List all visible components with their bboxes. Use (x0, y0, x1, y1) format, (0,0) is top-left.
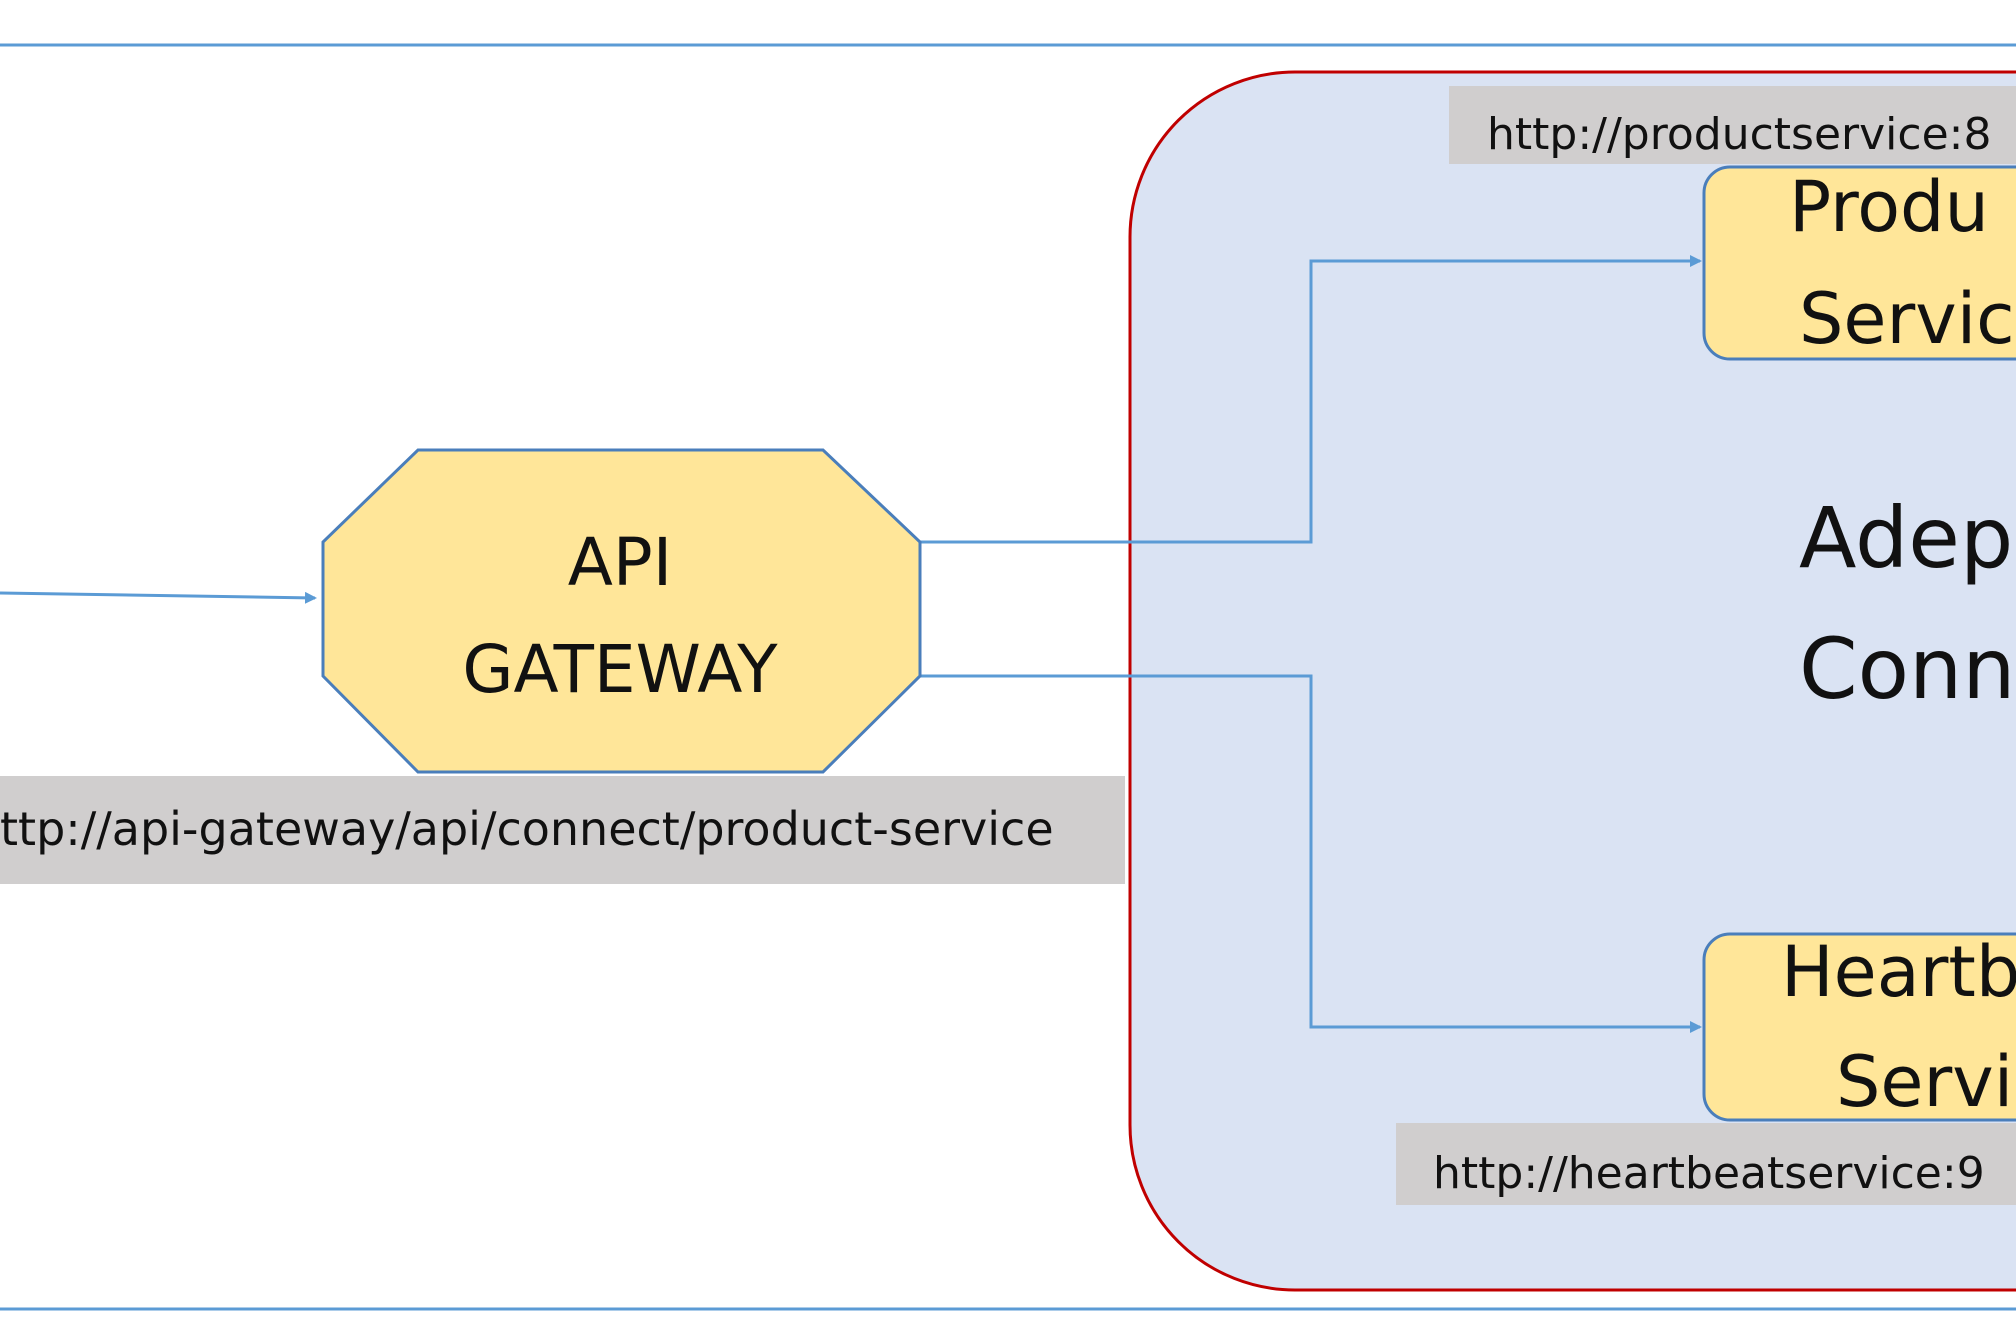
product-url-label: http://productservice:8 (1487, 109, 1991, 160)
gateway-to-product-arrow (920, 255, 1702, 544)
product-service-node (1702, 165, 2016, 361)
gateway-url-box (0, 776, 1125, 884)
container-title-line1: Adep (1799, 489, 2013, 587)
product-service-label-line2: Servic (1799, 278, 2015, 360)
heartbeat-service-node (1702, 932, 2016, 1122)
heartbeat-url-box (1396, 1123, 2016, 1205)
incoming-arrow (0, 591, 317, 604)
container-title-line2: Conn (1799, 620, 2016, 718)
product-service-label-line1: Produ (1789, 166, 1989, 248)
heartbeat-service-label-line1: Heartb (1781, 931, 2016, 1013)
product-url-box (1449, 86, 2016, 164)
api-gateway-node (321, 448, 922, 774)
heartbeat-url-label: http://heartbeatservice:9 (1433, 1148, 1985, 1199)
heartbeat-service-label-line2: Servi (1836, 1041, 2013, 1123)
api-gateway-label-line1: API (568, 524, 672, 601)
gateway-url-label: ttp://api-gateway/api/connect/product-se… (0, 802, 1054, 856)
api-gateway-label-line2: GATEWAY (462, 631, 778, 708)
gateway-to-heartbeat-arrow (920, 674, 1702, 1033)
